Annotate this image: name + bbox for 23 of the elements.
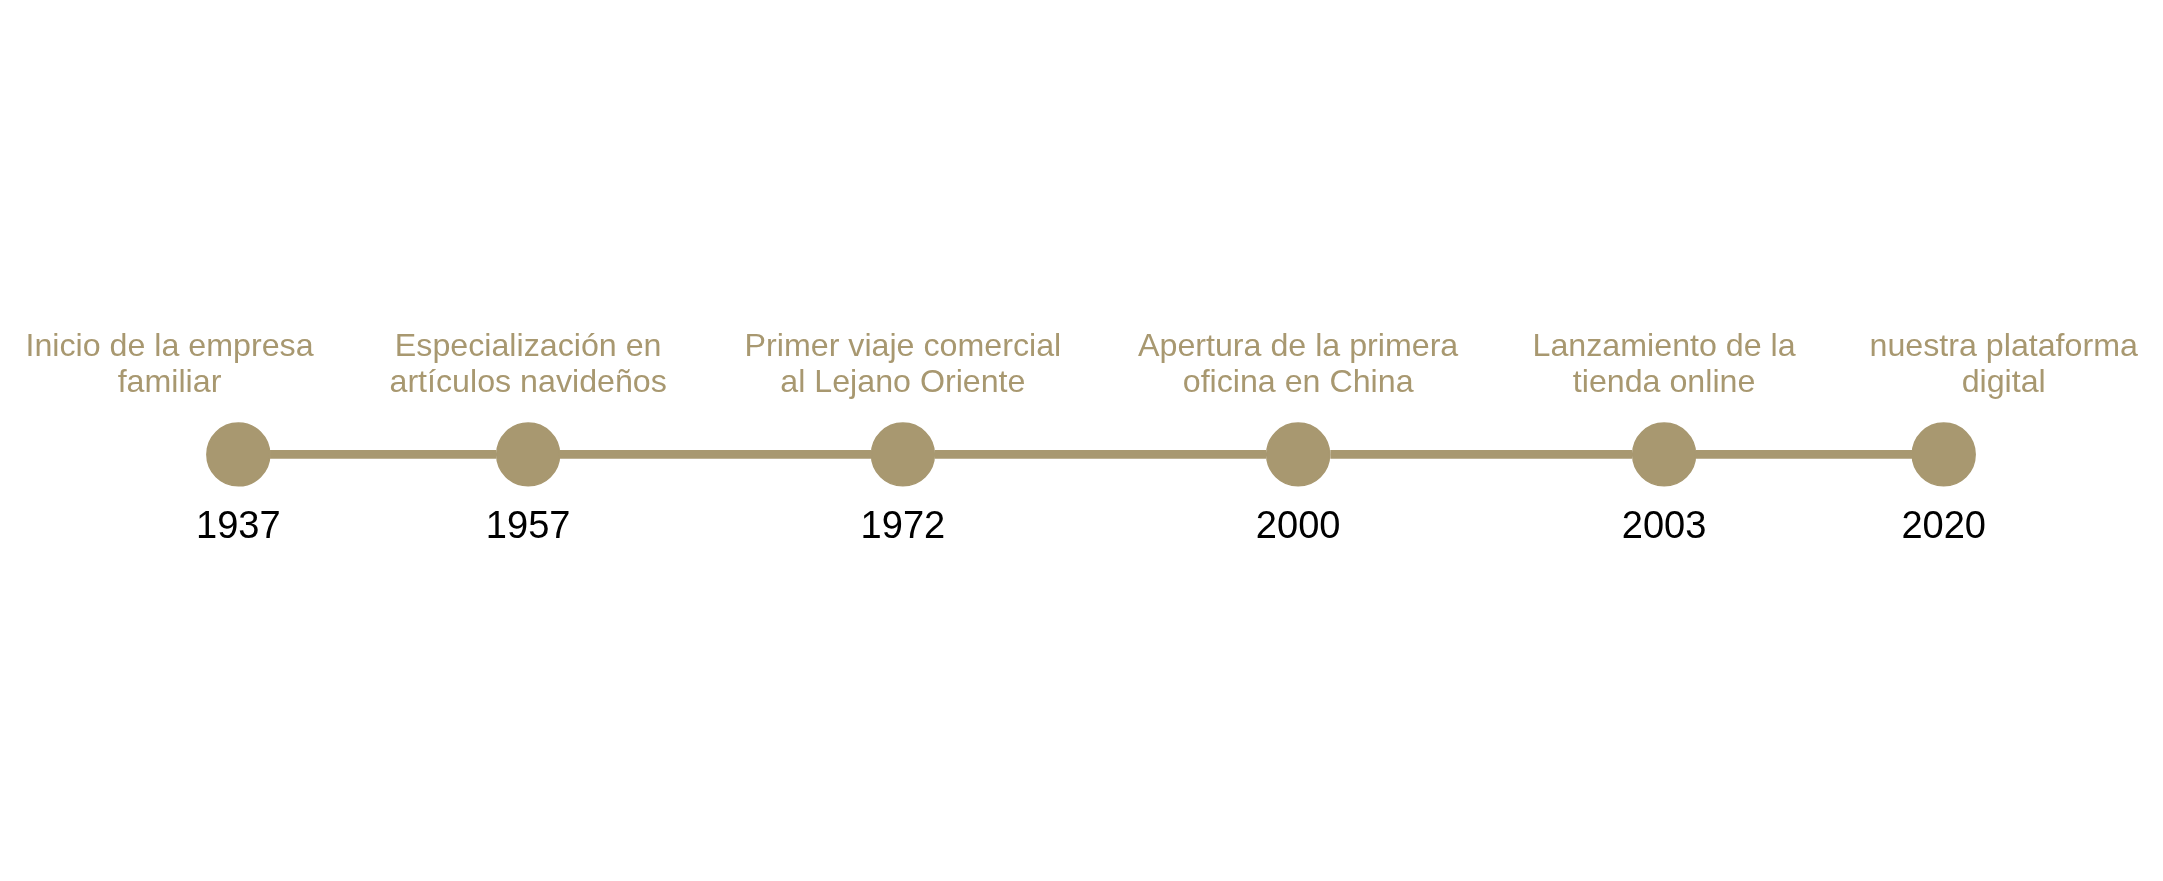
node-label: 2000 [1255,504,1341,547]
node-circle [1631,422,1697,487]
node-circle [495,422,561,487]
node-label: 2003 [1621,504,1707,547]
connector [1695,450,1913,459]
node-circle [206,422,271,487]
node-label: Lanzamiento de la tienda online [1532,327,1796,399]
node-label: 1957 [485,504,571,547]
node-label: Apertura de la primera oficina en China [1138,327,1459,399]
connector [270,450,497,459]
node-circle [1911,422,1976,487]
node-label: 1972 [860,504,946,547]
connector [1330,450,1633,459]
node-label: 1937 [196,504,281,547]
node-label: Especialización en artículos navideños [389,327,667,399]
node-circle [870,422,936,487]
node-label: nuestra plataforma digital [1869,327,2138,399]
node-label: Inicio de la empresa familiar [25,327,314,399]
connector [559,450,872,459]
node-label: 2020 [1901,504,1987,547]
connector [934,450,1267,459]
node-label: Primer viaje comercial al Lejano Oriente [744,327,1062,399]
node-circle [1265,422,1331,487]
